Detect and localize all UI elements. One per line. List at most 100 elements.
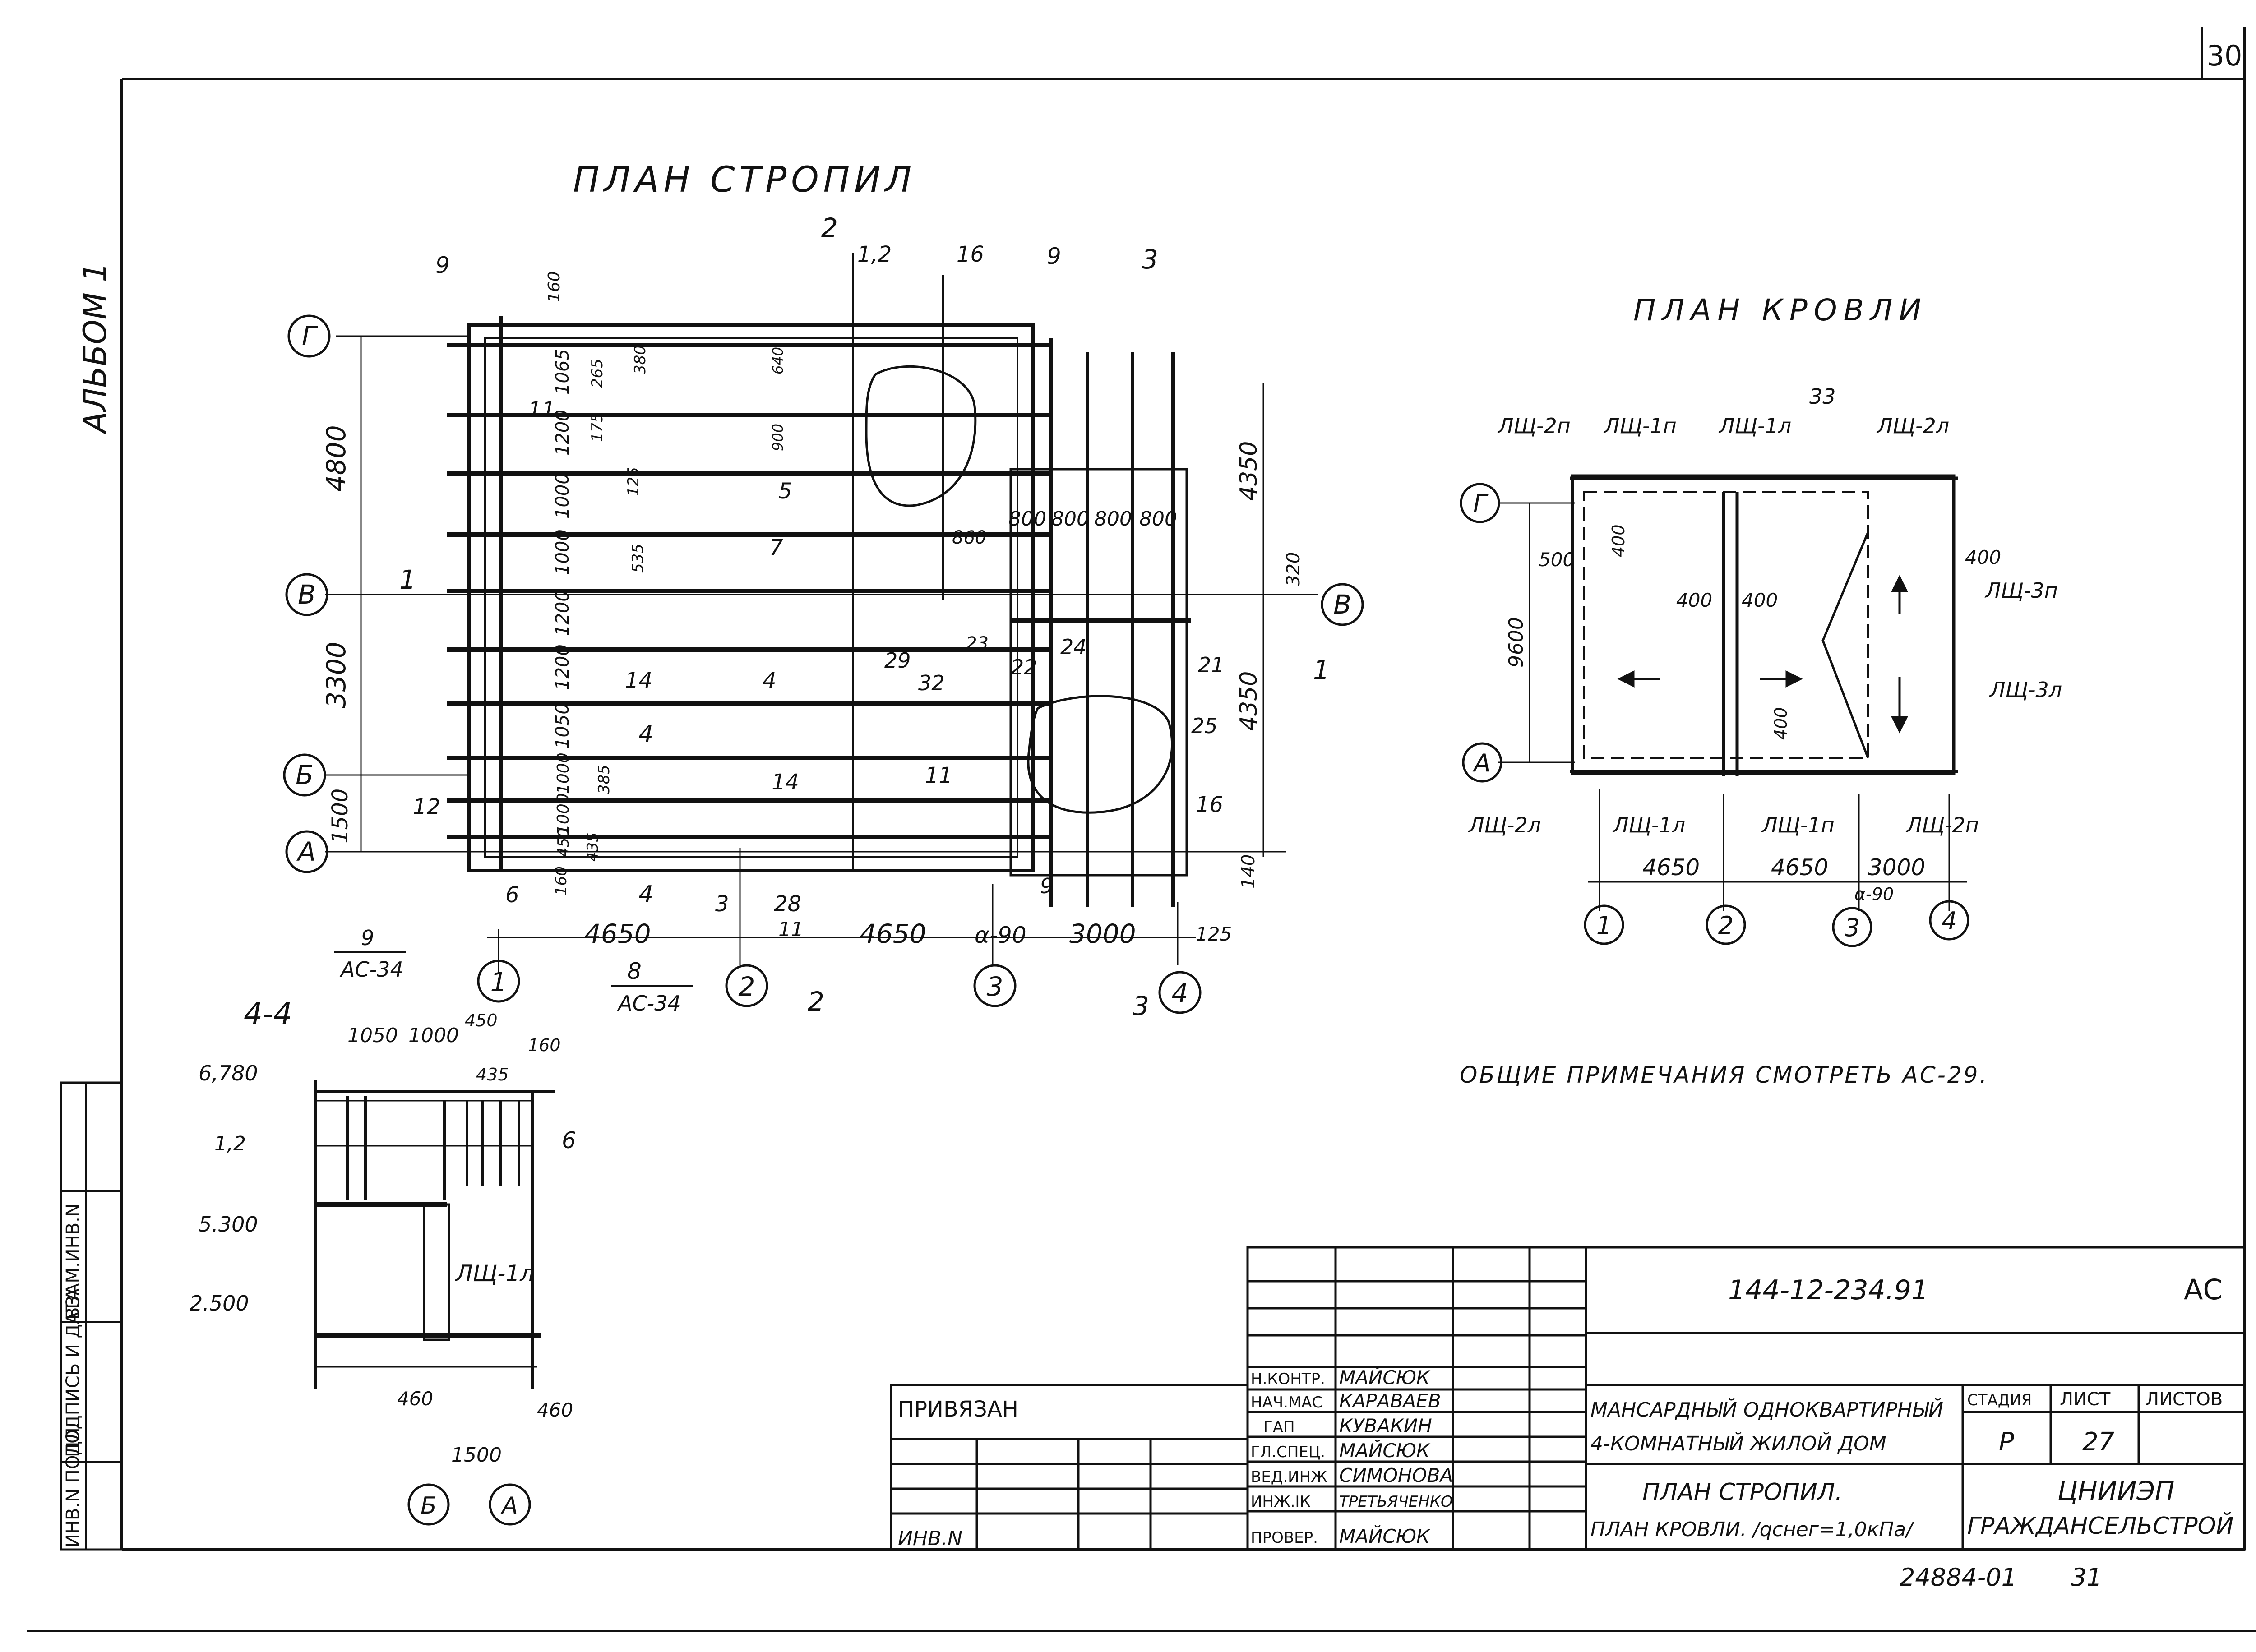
roof-axis-1-bubble: [1584, 904, 1624, 945]
spacing-1200a: 1200: [552, 410, 573, 456]
rafter-axis-lines: [325, 335, 1318, 974]
stamp-podpis-data: ПОДПИСЬ И ДАТА: [63, 1288, 83, 1457]
roof-dim-400-d: 400: [1771, 707, 1791, 740]
sig-role-7: ПРОВЕР.: [1251, 1529, 1318, 1547]
sec-dim-460-a: 460: [397, 1388, 433, 1410]
axis-2: 2: [739, 971, 755, 1002]
axis-V: В: [298, 579, 316, 610]
sheet-title-line-2: ПЛАН КРОВЛИ. /qснег=1,0кПа/: [1590, 1518, 1914, 1541]
roof-dim-4650-b: 4650: [1771, 854, 1828, 881]
sec-dim-160: 160: [528, 1035, 561, 1055]
pos-6: 6: [505, 882, 519, 908]
pos-1-2: 1,2: [857, 242, 892, 267]
sig-role-3: ГАП: [1263, 1418, 1295, 1436]
spacing-800b: 800: [1051, 508, 1089, 531]
roof-outline: [1570, 474, 1958, 776]
lists-header: ЛИСТОВ: [2145, 1389, 2223, 1410]
spacing-380: 380: [631, 345, 649, 374]
project-line-2: 4-КОМНАТНЫЙ ЖИЛОЙ ДОМ: [1590, 1431, 1886, 1455]
dim-3000: 3000: [1069, 918, 1136, 949]
spacing-top-160: 160: [545, 271, 564, 302]
chimney-cutout-bottom: [1027, 695, 1174, 814]
roof-dim-400-c: 400: [1742, 589, 1778, 611]
pos-4: 4: [763, 668, 777, 693]
roof-axis-G: Г: [1473, 489, 1489, 518]
section-4-upper: 4: [638, 721, 653, 748]
dim-125: 125: [1196, 923, 1232, 945]
sig-role-5: ВЕД.ИНЖ: [1251, 1468, 1327, 1486]
inv-n: ИНВ.N: [898, 1527, 962, 1550]
archive-sheet: 31: [2071, 1563, 2102, 1592]
spacing-1050: 1050: [552, 703, 573, 749]
dim-alpha-90: α-90: [975, 922, 1026, 948]
level-5300: 5.300: [199, 1212, 258, 1237]
pos-7: 7: [769, 535, 783, 560]
pos-23: 23: [966, 633, 989, 654]
spacing-1065: 1065: [552, 349, 573, 395]
roof-axis-3-bubble: [1832, 907, 1872, 947]
pos-3: 3: [715, 891, 729, 917]
roof-dim-500: 500: [1539, 549, 1575, 571]
dim-1500: 1500: [328, 789, 353, 844]
slope-arrows: [1617, 575, 1909, 734]
sheet-corner-number: 30: [2207, 39, 2242, 72]
sig-name-7: МАЙСЮК: [1339, 1525, 1431, 1547]
sig-name-5: СИМОНОВА: [1339, 1464, 1453, 1486]
rafter-lines: [447, 343, 1191, 839]
spacing-1200c: 1200: [552, 644, 573, 690]
roof-dim-400-a: 400: [1609, 524, 1628, 557]
pos-24: 24: [1060, 635, 1087, 659]
roof-axis-G-bubble: [1460, 483, 1500, 523]
level-2500: 2.500: [190, 1291, 249, 1315]
sig-role-2: НАЧ.МАС: [1251, 1394, 1322, 1412]
roof-axis-3: 3: [1845, 914, 1860, 942]
spacing-900: 900: [769, 424, 786, 451]
sec-axis-A-bubble: [489, 1483, 531, 1526]
pos-12: 12: [413, 794, 440, 820]
section-44-body: [314, 1080, 555, 1389]
roof-panel-top-2: ЛЩ-1п: [1603, 414, 1677, 438]
roof-panel-top-3: ЛЩ-1л: [1718, 414, 1791, 438]
axis-A: А: [296, 836, 316, 867]
sig-name-1: МАЙСЮК: [1339, 1366, 1431, 1389]
pos-25: 25: [1191, 714, 1218, 738]
roof-axis-lines: [1498, 502, 1967, 911]
ref-8-num: 8: [627, 958, 642, 984]
spacing-160: 160: [552, 866, 570, 895]
list-value: 27: [2082, 1427, 2115, 1457]
dim-320: 320: [1283, 552, 1304, 586]
sig-name-3: КУВАКИН: [1339, 1415, 1432, 1437]
sig-name-6: ТРЕТЬЯЧЕНКО: [1339, 1493, 1453, 1511]
pos-28: 28: [774, 891, 801, 917]
pos-11-top: 11: [528, 397, 555, 423]
ref-9-sheet: АС-34: [339, 957, 403, 982]
dim-4350-top: 4350: [1235, 441, 1262, 501]
spacing-800c: 800: [1094, 508, 1132, 531]
section-marks: 1 1 2 2 3 3 4 4: [399, 212, 1330, 1021]
roof-panel-right-2: ЛЩ-3л: [1989, 678, 2062, 702]
spacing-265: 265: [588, 359, 606, 388]
roof-panel-bottom-2: ЛЩ-1л: [1612, 813, 1685, 837]
dim-3300: 3300: [321, 641, 351, 708]
spacing-860: 860: [952, 527, 986, 548]
section-3-top: 3: [1142, 244, 1158, 275]
spacing-175: 175: [588, 413, 606, 442]
roof-item-33: 33: [1809, 384, 1836, 409]
pos-32: 32: [918, 671, 945, 695]
roof-plan: ПЛАН КРОВЛИ Г А 1 2: [1460, 293, 2062, 947]
roof-plan-title: ПЛАН КРОВЛИ: [1633, 293, 1928, 328]
roof-axis-4: 4: [1942, 907, 1957, 935]
dim-4650-mid: 4650: [860, 918, 926, 949]
section-4-lower: 4: [638, 881, 653, 908]
title-block-grid: [890, 1246, 2246, 1551]
spacing-385: 385: [595, 765, 613, 794]
section-1-right: 1: [1313, 655, 1330, 685]
section-1-left: 1: [399, 564, 416, 595]
sec-dim-1500: 1500: [451, 1444, 502, 1467]
dim-4650-left: 4650: [584, 918, 651, 949]
archive-number: 24884-01: [1900, 1563, 2017, 1592]
sig-name-4: МАЙСЮК: [1339, 1439, 1431, 1462]
chimney-cutout-top: [865, 365, 977, 507]
section-2-bottom: 2: [808, 986, 824, 1017]
sec-label-1-2: 1,2: [214, 1132, 246, 1155]
